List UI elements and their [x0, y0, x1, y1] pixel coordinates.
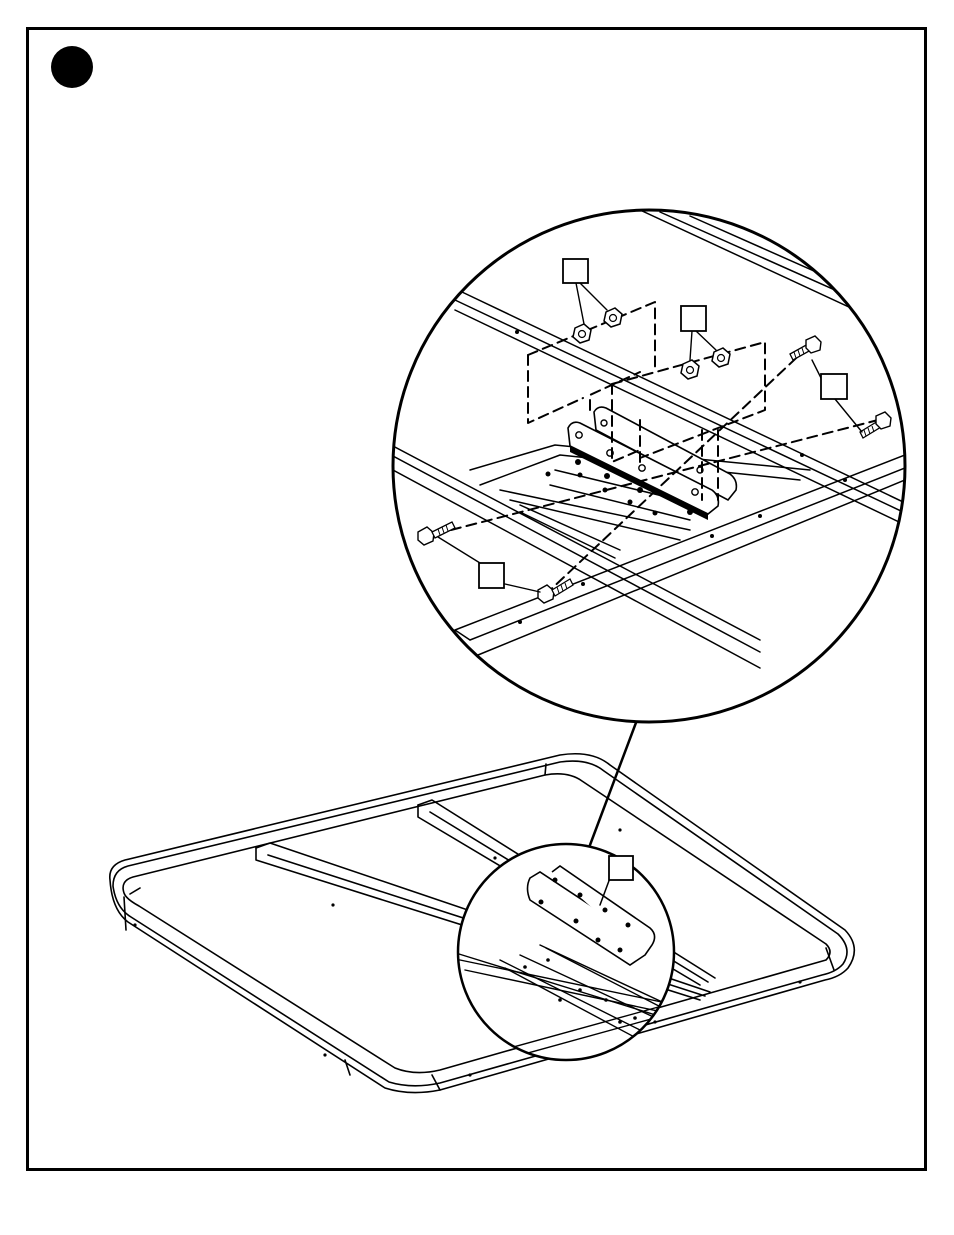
step-badge	[51, 46, 93, 88]
